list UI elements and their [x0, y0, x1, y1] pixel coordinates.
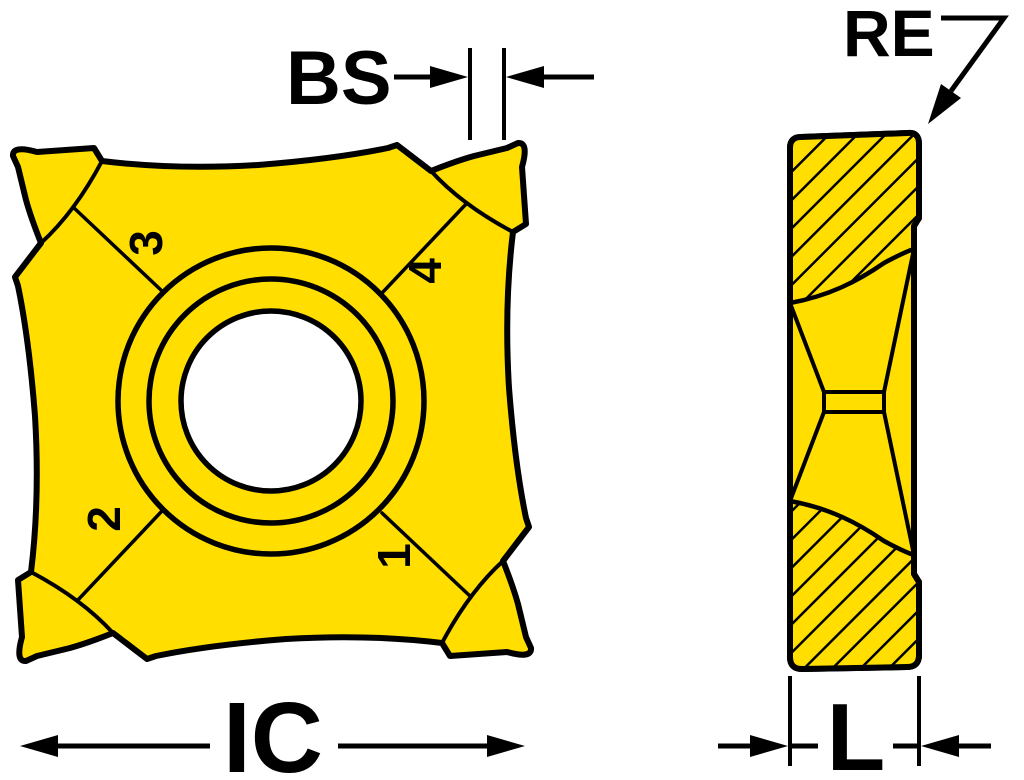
insert-number-bottom-left: 2 [78, 506, 130, 532]
re-label: RE [843, 0, 935, 70]
hole-section-profile [788, 247, 916, 557]
insert-boss-outer-ring [115, 245, 427, 557]
side-hatch-boundary-bottom [787, 498, 917, 558]
l-label: L [827, 684, 886, 780]
center-hole [178, 308, 364, 494]
pocket-divider-top-left [71, 205, 164, 293]
dimension-l: L [718, 676, 991, 780]
insert-number-top-left: 3 [120, 230, 172, 256]
insert-number-bottom-right: 1 [368, 543, 420, 569]
re-arrowhead [928, 84, 961, 124]
ic-arrow-left [20, 735, 58, 757]
insert-side-outline-overlay [787, 129, 922, 672]
ic-arrow-right [487, 735, 525, 757]
side-hatch-boundary-top [787, 246, 917, 306]
pocket-divider-bottom-left [75, 510, 163, 603]
insert-front-view: 3 4 2 1 [10, 140, 534, 664]
l-arrow-left [750, 735, 788, 757]
insert-number-top-right: 4 [399, 258, 451, 284]
pocket-divider-lines [71, 201, 473, 603]
hole-profile-left [788, 301, 826, 503]
insert-side-view [787, 129, 922, 672]
insert-boss-inner-ring [146, 276, 396, 526]
pocket-divider-top-right [381, 201, 469, 294]
dimension-bs: BS [286, 36, 594, 140]
dimension-re: RE [843, 0, 1009, 124]
dimension-ic: IC [20, 682, 525, 780]
ic-label: IC [223, 682, 323, 780]
hole-profile-right [882, 247, 916, 557]
re-leader-line [941, 15, 1009, 93]
pocket-divider-bottom-right [380, 511, 473, 599]
l-arrow-right [921, 735, 959, 757]
bs-arrow-left [430, 66, 468, 88]
bs-label: BS [286, 36, 392, 121]
bs-arrow-right [506, 66, 544, 88]
